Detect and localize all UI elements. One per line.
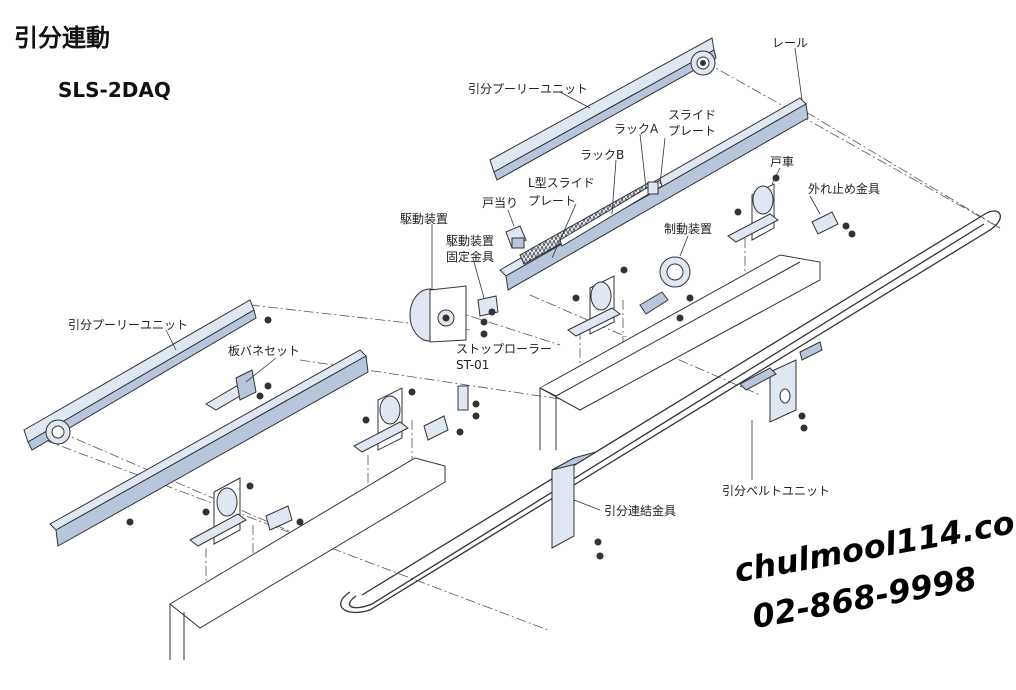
label-drive-bracket-1: 駆動装置 xyxy=(446,234,495,248)
belt-unit-part xyxy=(739,341,823,432)
label-l-slide-1: L型スライド xyxy=(528,176,595,190)
roller-right-front xyxy=(567,266,628,337)
label-roller: 戸車 xyxy=(770,155,795,169)
roller-left-rear xyxy=(353,387,464,453)
slide-plate xyxy=(647,181,659,195)
label-stop-roller-1: ストップローラー xyxy=(456,342,553,356)
label-anti-derail: 外れ止め金具 xyxy=(808,182,881,196)
anti-derail-part xyxy=(811,211,856,238)
right-door-panel xyxy=(538,254,821,450)
link-bracket-part xyxy=(551,451,604,560)
pulley-unit-top xyxy=(489,37,717,181)
drive-belt xyxy=(340,210,1001,614)
label-pulley-unit-left: 引分プーリーユニット xyxy=(68,318,189,332)
model-number: SLS-2DAQ xyxy=(58,78,171,102)
rail-left xyxy=(49,349,369,547)
left-door-panel xyxy=(169,457,446,660)
label-drive-unit: 駆動装置 xyxy=(400,212,449,226)
label-slide-plate-1: スライド xyxy=(668,108,717,122)
label-door-stop: 戸当り xyxy=(482,196,519,210)
roller-left-front xyxy=(189,477,304,547)
rail-top xyxy=(499,97,809,291)
label-leaf-spring: 板バネセット xyxy=(228,344,301,358)
pulley-unit-left xyxy=(23,299,272,451)
drive-bracket-part xyxy=(477,295,499,338)
label-l-slide-2: プレート xyxy=(528,194,577,208)
rack-a xyxy=(559,179,663,247)
door-stop-part xyxy=(505,225,527,249)
drive-unit-part xyxy=(409,285,467,343)
label-slide-plate-2: プレート xyxy=(668,124,717,138)
brake-unit-part xyxy=(639,256,694,322)
label-rail: レール xyxy=(772,36,809,50)
label-rack-b: ラックB xyxy=(580,148,625,162)
label-rack-a: ラックA xyxy=(614,122,659,136)
label-drive-bracket-2: 固定金具 xyxy=(446,250,495,264)
leader-lines xyxy=(165,47,821,511)
label-brake: 制動装置 xyxy=(664,222,713,236)
label-belt-unit: 引分ベルトユニット xyxy=(722,484,831,498)
page-title: 引分連動 xyxy=(14,24,110,52)
label-link-bracket: 引分連結金具 xyxy=(604,504,677,518)
leaf-spring-part xyxy=(205,369,272,411)
label-stop-roller-2: ST-01 xyxy=(456,358,490,372)
label-pulley-unit-top: 引分プーリーユニット xyxy=(468,82,589,96)
roller-right-rear xyxy=(727,174,780,243)
stop-roller-part xyxy=(457,385,480,420)
